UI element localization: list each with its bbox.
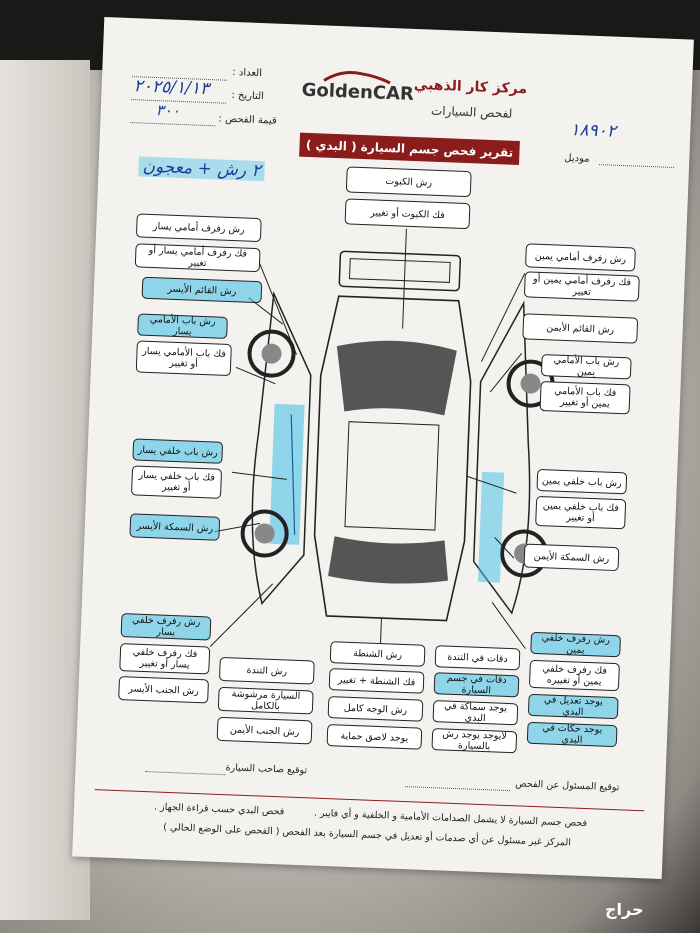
inspection-report-paper: مركز كار الذهبي لفحص السيارات GoldenCAR … — [72, 16, 694, 880]
box-bottom-8: دقات في التندة — [434, 645, 521, 671]
box-bottom-9: دقات في جسم السيارة — [433, 672, 520, 698]
box-right-4: رش باب الأمامي يمين — [540, 354, 632, 380]
box-bottom-1: رش الشنطة — [329, 641, 426, 667]
box-left-3: رش القائم الأيسر — [141, 276, 263, 304]
box-bottom-3: رش الوجه كامل — [327, 696, 424, 722]
box-left-11: رش الجنب الأيسر — [118, 676, 209, 704]
box-bottom-13: يوجد حكات في البدي — [526, 721, 618, 748]
box-bottom-7: رش الجنب الأيمن — [216, 716, 313, 745]
box-left-10: فك رفرف خلفي يسار أو تغيير — [119, 643, 211, 675]
box-left-6: رش باب خلفي يسار — [132, 438, 224, 464]
box-right-8: رش السمكة الأيمن — [523, 543, 620, 572]
car-diagram — [240, 250, 555, 622]
box-right-1: رش رفرف أمامي يمين — [525, 243, 636, 272]
box-left-4: رش باب الأمامي يسار — [137, 313, 228, 339]
box-left-8: رش السمكة الأيسر — [129, 513, 221, 541]
box-right-5: فك باب الأمامي يمين أو تغيير — [539, 381, 631, 415]
box-left-1: رش رفرف أمامي يسار — [135, 213, 262, 243]
box-right-9: رش رفرف خلفي يمين — [530, 631, 621, 658]
golden-car-logo: GoldenCAR — [301, 71, 414, 105]
box-left-5: فك باب الأمامي يسار أو تغيير — [135, 340, 232, 377]
footer-note-2: فحص البدي حسب قراءة الجهاز . — [153, 801, 285, 818]
box-left-7: فك باب خلفي يسار أو تغيير — [130, 465, 223, 499]
box-right-3: رش القائم الأيمن — [522, 313, 639, 344]
car-logo-icon — [323, 71, 391, 85]
box-bottom-12: يوجد تعديل في البدي — [527, 693, 619, 720]
box-right-6: رش باب خلفي يمين — [536, 468, 628, 495]
box-bottom-4: يوجد لاصق حماية — [326, 724, 423, 750]
footer-note-1: فحص جسم السيارة لا يشمل الصدامات الأمامي… — [313, 807, 588, 830]
box-bottom-2: فك الشنطة + تغيير — [328, 668, 425, 694]
box-right-7: فك باب خلفي يمين أو تغيير — [535, 495, 627, 530]
box-right-10: فك رفرف خلفي يمين أو تغييره — [528, 659, 620, 692]
box-bottom-5: رش التندة — [218, 656, 315, 685]
box-bottom-6: السيارة مرشوشة بالكامل — [217, 686, 314, 715]
box-left-2: فك رفرف أمامي يسار أو تغيير — [134, 243, 261, 273]
box-right-2: فك رفرف أمامي يمين أو تغيير — [523, 271, 640, 302]
box-bottom-11: لايوجد يوجد رش بالسيارة — [431, 728, 518, 754]
haraj-watermark: حراج — [605, 900, 644, 919]
box-bottom-10: يوجد سماكة في البدي — [432, 700, 519, 726]
box-left-9: رش رفرف خلفي يسار — [120, 613, 212, 641]
